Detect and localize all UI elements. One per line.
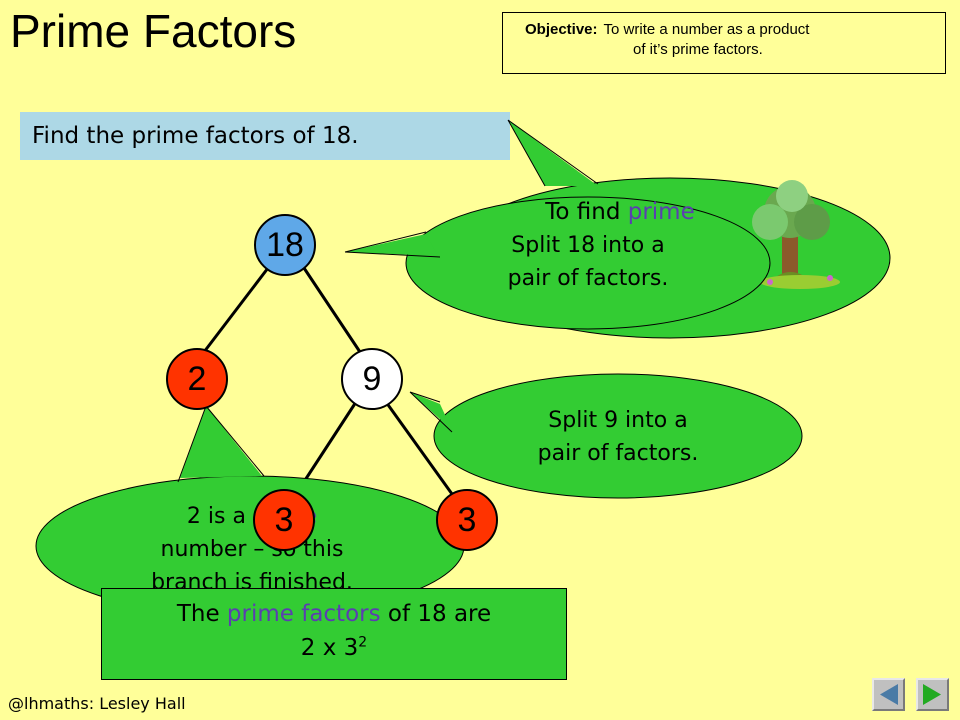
author-credit: @lhmaths: Lesley Hall bbox=[8, 694, 186, 713]
node-leaf-right-prime: 3 bbox=[436, 489, 498, 551]
forward-button-icon bbox=[923, 684, 941, 705]
node-leaf-left-prime: 3 bbox=[253, 489, 315, 551]
objective-box: Objective: To write a number as a product… bbox=[502, 12, 946, 74]
back-button-icon bbox=[880, 684, 898, 705]
page-title: Prime Factors bbox=[10, 5, 297, 57]
forward-button[interactable] bbox=[916, 678, 949, 711]
split18-text: Split 18 into a pair of factors. bbox=[507, 233, 669, 291]
objective-line1: To write a number as a product bbox=[603, 21, 810, 38]
answer-box: The prime factors of 18 are 2 x 32 bbox=[101, 588, 567, 680]
top-bubble-text: To find prime bbox=[545, 199, 695, 225]
node-left-prime: 2 bbox=[166, 348, 228, 410]
split9-bubble bbox=[409, 373, 803, 499]
objective-label: Objective: bbox=[525, 21, 598, 38]
prime-note-text: 2 is a prime number – so this branch is … bbox=[151, 504, 353, 595]
split18-bubble bbox=[344, 196, 771, 330]
tree-image bbox=[752, 180, 840, 289]
question-box: Find the prime factors of 18. bbox=[20, 112, 510, 160]
prime-note-bubble bbox=[35, 405, 465, 617]
objective-line2: of it’s prime factors. bbox=[633, 41, 763, 58]
split9-text: Split 9 into a pair of factors. bbox=[537, 408, 699, 466]
back-button[interactable] bbox=[872, 678, 905, 711]
node-right: 9 bbox=[341, 348, 403, 410]
node-root: 18 bbox=[254, 214, 316, 276]
